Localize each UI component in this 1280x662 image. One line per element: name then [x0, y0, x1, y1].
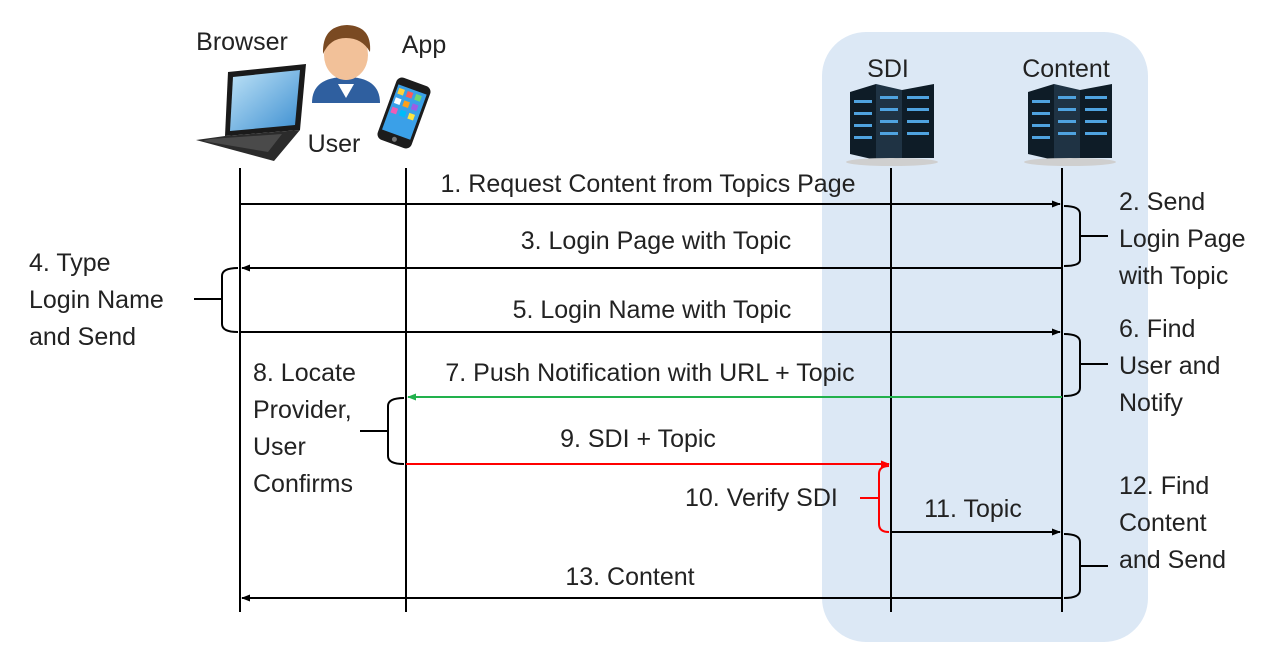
message-9-label: 9. SDI + Topic: [560, 425, 716, 453]
smartphone-icon: [377, 77, 431, 149]
note-step-12-line: 12. Find: [1119, 472, 1209, 500]
note-step-12-line: and Send: [1119, 546, 1226, 574]
note-step-8-line: Confirms: [253, 470, 353, 498]
bracket-step-8: [360, 397, 405, 465]
note-step-12: 12. Find Content and Send: [1119, 472, 1226, 574]
note-step-4-line: and Send: [29, 323, 136, 351]
note-step-8-line: 8. Locate: [253, 359, 356, 387]
note-step-4: 4. Type Login Name and Send: [29, 249, 171, 351]
message-5-label: 5. Login Name with Topic: [513, 296, 792, 324]
note-step-8-line: User: [253, 433, 306, 461]
note-step-10: 10. Verify SDI: [685, 484, 838, 512]
server-zone: [822, 32, 1148, 642]
note-step-2: 2. Send Login Page with Topic: [1118, 188, 1252, 290]
bracket-step-12: [1063, 533, 1108, 599]
server-rack-icon: [846, 84, 938, 166]
message-11-label: 11. Topic: [924, 495, 1022, 523]
bracket-step-10: [860, 465, 890, 533]
note-step-8-line: Provider,: [253, 396, 352, 424]
note-step-6-line: 6. Find: [1119, 315, 1195, 343]
bracket-step-6: [1063, 333, 1108, 397]
note-step-4-line: Login Name: [29, 286, 164, 314]
note-step-2-line: 2. Send: [1119, 188, 1205, 216]
note-step-2-line: with Topic: [1118, 262, 1228, 290]
note-step-4-line: 4. Type: [29, 249, 111, 277]
message-13-label: 13. Content: [565, 563, 694, 591]
bracket-step-4: [194, 267, 239, 333]
laptop-icon: [196, 64, 306, 161]
note-step-6: 6. Find User and Notify: [1119, 315, 1227, 417]
actor-label-sdi: SDI: [867, 55, 909, 83]
message-1-label: 1. Request Content from Topics Page: [440, 170, 855, 198]
message-7-label: 7. Push Notification with URL + Topic: [445, 359, 854, 387]
note-step-6-line: User and: [1119, 352, 1220, 380]
note-step-6-line: Notify: [1119, 389, 1183, 417]
note-step-8: 8. Locate Provider, User Confirms: [253, 359, 363, 498]
actor-label-app: App: [402, 31, 446, 59]
note-step-12-line: Content: [1119, 509, 1207, 537]
note-step-2-line: Login Page: [1119, 225, 1246, 253]
actor-label-user: User: [308, 130, 361, 158]
server-rack-icon: [1024, 84, 1116, 166]
bracket-step-2: [1063, 205, 1108, 267]
actor-label-content: Content: [1022, 55, 1110, 83]
message-3-label: 3. Login Page with Topic: [521, 227, 792, 255]
user-avatar-icon: [312, 25, 380, 103]
actor-label-browser: Browser: [196, 28, 288, 56]
